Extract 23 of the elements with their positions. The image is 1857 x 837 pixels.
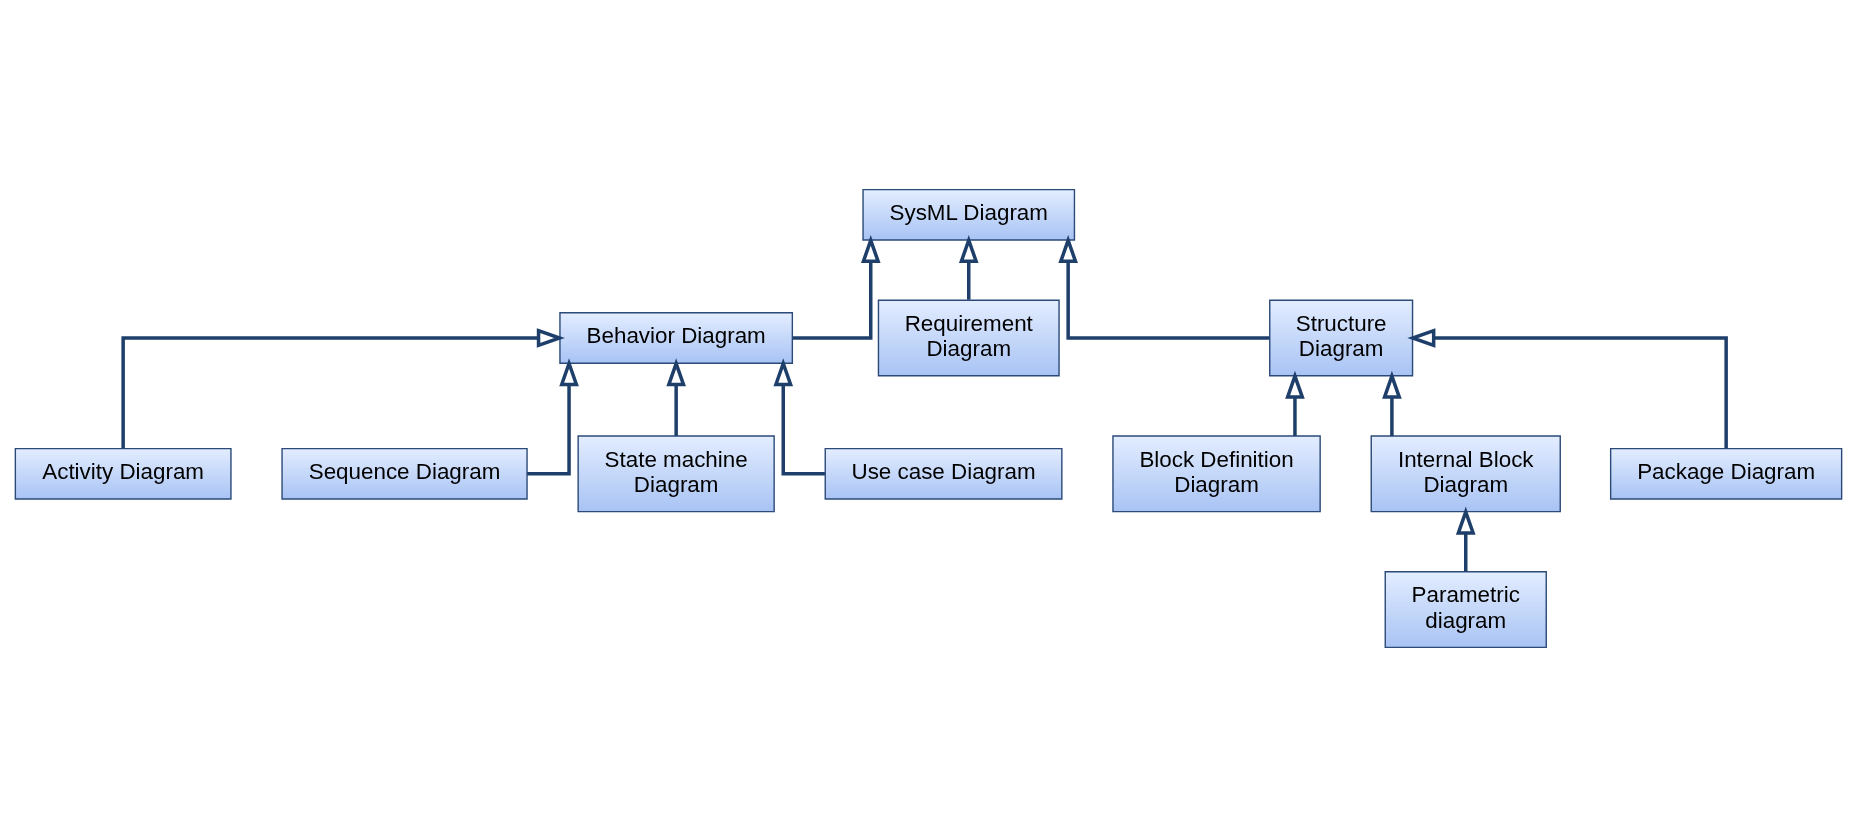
node-box: Use case Diagram [824,447,1063,500]
arrow [958,234,979,300]
node-box: Behavior Diagram [559,312,794,364]
arrow [1407,328,1728,449]
node-box: Structure Diagram [1269,299,1414,377]
arrow [792,235,881,340]
arrow [527,358,579,476]
node-box: SysML Diagram [862,188,1076,241]
node-box: Internal Block Diagram [1370,435,1561,513]
arrow [1382,370,1402,436]
arrow [1058,235,1270,340]
node-box: Sequence Diagram [281,447,528,500]
arrow [773,358,825,476]
arrow [1285,370,1305,436]
node-box: Requirement Diagram [877,299,1060,377]
node-box: Parametric diagram [1384,571,1547,649]
node-box: Block Definition Diagram [1112,435,1321,513]
arrow [666,358,686,436]
node-box: Activity Diagram [14,447,232,500]
arrow [121,328,565,449]
node-box: State machine Diagram [577,435,775,513]
node-box: Package Diagram [1609,447,1843,500]
arrow [1455,506,1476,572]
